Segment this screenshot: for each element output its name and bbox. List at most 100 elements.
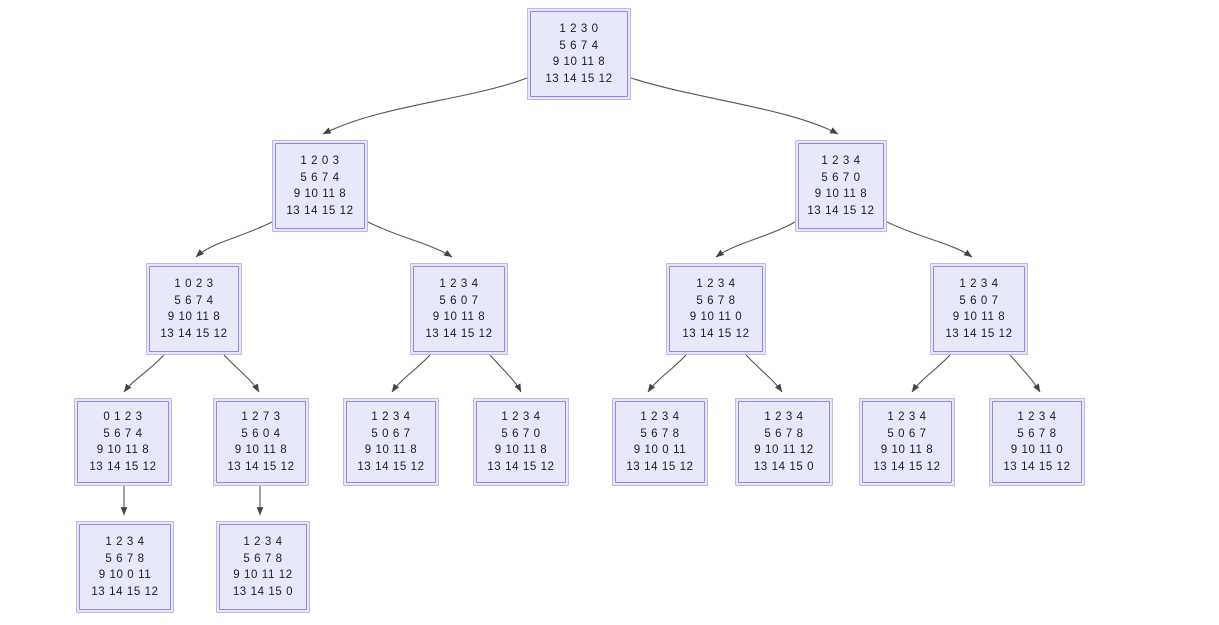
puzzle-row: 1 2 3 4	[821, 155, 861, 167]
puzzle-board: 1 2 3 4 5 0 6 7 9 10 11 8 13 14 15 12	[862, 401, 952, 483]
puzzle-row: 9 10 11 8	[96, 444, 150, 456]
puzzle-row: 13 14 15 12	[91, 585, 159, 598]
tree-edge	[745, 354, 783, 393]
puzzle-board: 1 2 3 4 5 6 7 8 9 10 11 0 13 14 15 12	[669, 266, 763, 352]
puzzle-row: 1 2 3 4	[105, 536, 145, 548]
puzzle-row: 5 6 7 4	[300, 171, 340, 184]
puzzle-row: 5 6 7 4	[103, 427, 143, 440]
puzzle-row: 13 14 15 12	[160, 327, 228, 340]
tree-edge	[715, 221, 796, 258]
puzzle-row: 13 14 15 12	[807, 204, 875, 217]
puzzle-row: 1 2 3 4	[243, 536, 283, 548]
tree-edge	[489, 354, 522, 393]
tree-node[interactable]: 1 2 3 4 5 6 7 0 9 10 11 8 13 14 15 12	[795, 140, 887, 232]
tree-edge	[630, 77, 839, 135]
puzzle-row: 1 2 3 4	[640, 411, 680, 423]
puzzle-row: 1 2 3 4	[371, 411, 411, 423]
tree-edge	[1009, 354, 1041, 393]
puzzle-row: 13 14 15 12	[425, 327, 493, 340]
puzzle-row: 1 2 3 0	[559, 23, 599, 35]
puzzle-row: 9 10 11 8	[814, 188, 868, 200]
puzzle-row: 5 6 7 8	[640, 427, 680, 440]
puzzle-row: 9 10 11 8	[494, 444, 548, 456]
tree-node[interactable]: 1 2 3 0 5 6 7 4 9 10 11 8 13 14 15 12	[527, 8, 631, 100]
puzzle-board: 1 2 3 4 5 6 7 8 9 10 11 12 13 14 15 0	[219, 524, 307, 610]
tree-edge	[195, 221, 273, 258]
puzzle-row: 5 6 7 8	[243, 552, 283, 565]
puzzle-row: 5 6 7 4	[174, 294, 214, 307]
puzzle-board: 1 2 3 4 5 6 0 7 9 10 11 8 13 14 15 12	[413, 266, 505, 352]
puzzle-row: 1 2 3 4	[959, 278, 999, 290]
tree-node[interactable]: 1 2 3 4 5 6 7 8 9 10 11 0 13 14 15 12	[666, 263, 766, 355]
puzzle-row: 13 14 15 12	[286, 204, 354, 217]
puzzle-row: 9 10 11 8	[432, 311, 486, 323]
puzzle-row: 9 10 11 12	[233, 569, 293, 581]
puzzle-row: 9 10 11 12	[754, 444, 814, 456]
puzzle-row: 5 6 7 8	[696, 294, 736, 307]
puzzle-row: 9 10 11 8	[234, 444, 288, 456]
puzzle-row: 5 6 7 8	[1017, 427, 1057, 440]
puzzle-row: 9 10 11 8	[552, 56, 606, 68]
puzzle-row: 13 14 15 0	[753, 460, 815, 473]
puzzle-board: 1 2 0 3 5 6 7 4 9 10 11 8 13 14 15 12	[275, 143, 365, 229]
puzzle-row: 1 2 3 4	[696, 278, 736, 290]
puzzle-board: 1 2 3 4 5 6 7 8 9 10 0 11 13 14 15 12	[79, 524, 171, 610]
puzzle-row: 9 10 11 8	[880, 444, 934, 456]
puzzle-row: 9 10 11 8	[293, 188, 347, 200]
puzzle-row: 5 6 7 0	[821, 171, 861, 184]
puzzle-row: 13 14 15 12	[545, 72, 613, 85]
puzzle-row: 13 14 15 12	[873, 460, 941, 473]
puzzle-row: 5 6 0 7	[439, 294, 479, 307]
puzzle-row: 1 2 3 4	[887, 411, 927, 423]
puzzle-row: 9 10 11 0	[1010, 444, 1064, 456]
puzzle-row: 1 2 0 3	[300, 155, 340, 167]
puzzle-row: 9 10 0 11	[98, 569, 152, 581]
tree-node[interactable]: 1 2 0 3 5 6 7 4 9 10 11 8 13 14 15 12	[272, 140, 368, 232]
puzzle-row: 5 6 0 7	[959, 294, 999, 307]
tree-node[interactable]: 1 2 3 4 5 6 7 8 9 10 0 11 13 14 15 12	[76, 521, 174, 613]
puzzle-row: 1 2 3 4	[439, 278, 479, 290]
puzzle-row: 13 14 15 12	[227, 460, 295, 473]
puzzle-row: 1 2 3 4	[501, 411, 541, 423]
tree-node[interactable]: 1 2 3 4 5 0 6 7 9 10 11 8 13 14 15 12	[859, 398, 955, 486]
puzzle-row: 13 14 15 0	[232, 585, 294, 598]
puzzle-row: 5 6 7 8	[105, 552, 145, 565]
puzzle-row: 5 6 0 4	[241, 427, 281, 440]
puzzle-row: 5 6 7 4	[559, 39, 599, 52]
puzzle-board: 1 2 3 4 5 6 7 0 9 10 11 8 13 14 15 12	[798, 143, 884, 229]
puzzle-row: 5 0 6 7	[371, 427, 411, 440]
puzzle-row: 0 1 2 3	[103, 411, 143, 423]
tree-edge	[647, 354, 687, 393]
puzzle-row: 13 14 15 12	[682, 327, 750, 340]
tree-node[interactable]: 1 2 3 4 5 6 7 8 9 10 11 12 13 14 15 0	[216, 521, 310, 613]
puzzle-board: 1 2 3 0 5 6 7 4 9 10 11 8 13 14 15 12	[530, 11, 628, 97]
puzzle-row: 5 0 6 7	[887, 427, 927, 440]
puzzle-row: 1 0 2 3	[174, 278, 214, 290]
puzzle-row: 13 14 15 12	[945, 327, 1013, 340]
puzzle-row: 13 14 15 12	[357, 460, 425, 473]
tree-edge	[886, 221, 973, 258]
puzzle-row: 9 10 11 0	[689, 311, 743, 323]
puzzle-row: 1 2 3 4	[764, 411, 804, 423]
puzzle-row: 13 14 15 12	[1003, 460, 1071, 473]
tree-node[interactable]: 1 2 3 4 5 6 0 7 9 10 11 8 13 14 15 12	[410, 263, 508, 355]
